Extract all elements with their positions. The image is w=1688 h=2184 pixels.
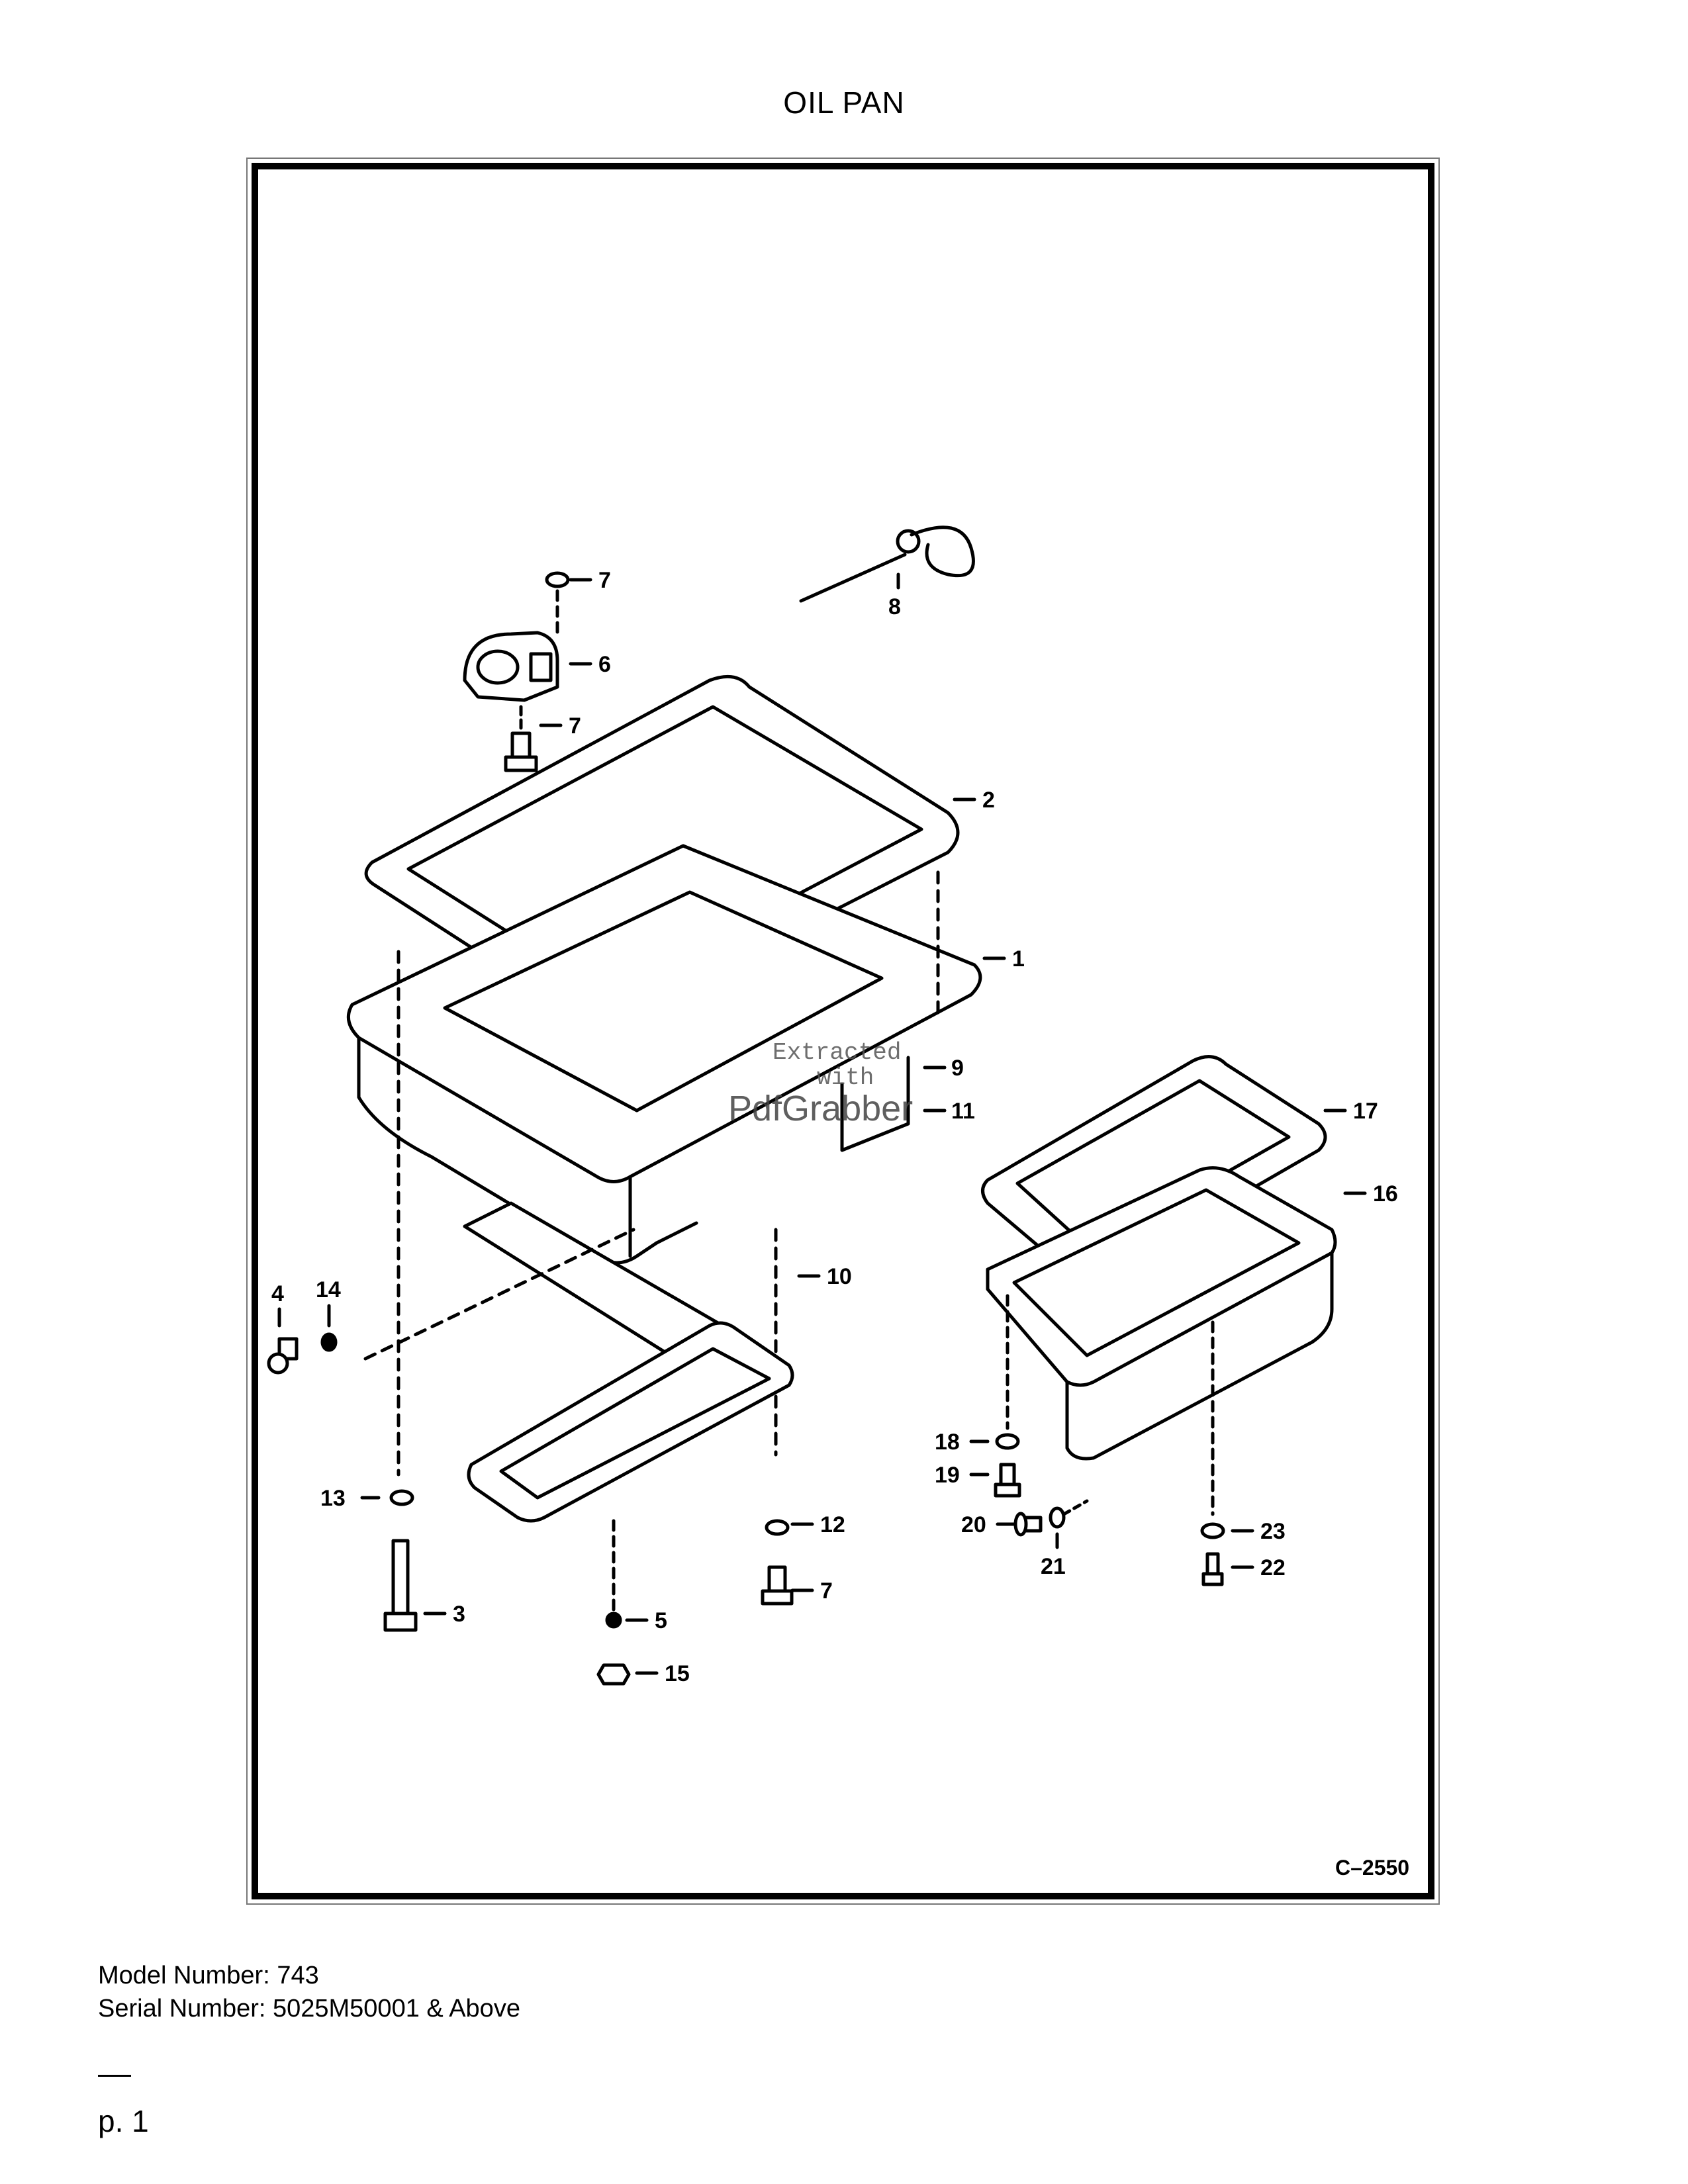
alt-oil-pan-part <box>986 1166 1337 1461</box>
bolt-part <box>1201 1552 1224 1586</box>
diagram-frame-outer <box>246 158 1440 1905</box>
page-title: OIL PAN <box>783 85 905 120</box>
callout-15: 14 <box>316 1277 341 1302</box>
bolt-part <box>994 1463 1021 1498</box>
callout-8: 7 <box>598 568 611 593</box>
o-ring-part <box>545 571 570 588</box>
bolt-part <box>504 731 538 772</box>
filler-housing-part <box>463 631 559 702</box>
callout-6: 6 <box>598 652 611 677</box>
oil-pan-exploded-diagram: 7 8 6 7 2 1 9 11 14 4 10 13 12 7 3 5 15 … <box>267 525 1409 1880</box>
model-number: Model Number: 743 <box>98 1962 319 1989</box>
callout-24: 23 <box>1260 1519 1286 1544</box>
long-bolt-part <box>383 1539 418 1632</box>
washer-part <box>320 1332 338 1352</box>
callout-11: 10 <box>827 1264 852 1289</box>
callout-4: 4 <box>271 1281 284 1306</box>
callout-19: 18 <box>935 1430 960 1455</box>
leader-lines <box>277 572 1367 1675</box>
model-info: Model Number: 743 Serial Number: 5025M50… <box>98 1959 520 2025</box>
drawing-code: C–2550 <box>1335 1856 1409 1880</box>
callout-13: 12 <box>820 1512 845 1537</box>
washer-part <box>765 1519 790 1536</box>
watermark-brand: PdfGrabber <box>728 1089 913 1128</box>
lower-gasket-part <box>463 1201 794 1523</box>
bolt-part <box>761 1565 794 1606</box>
page-separator <box>98 2075 131 2077</box>
washer-part <box>389 1489 414 1506</box>
watermark-line2: with <box>817 1064 874 1091</box>
callout-17: 16 <box>1373 1181 1398 1206</box>
nut-part <box>596 1663 631 1686</box>
oil-pan-part <box>346 844 982 1265</box>
callout-5: 5 <box>655 1608 667 1633</box>
washer-part <box>995 1433 1020 1450</box>
diagram-frame <box>252 163 1434 1899</box>
callout-21: 20 <box>961 1512 986 1537</box>
callout-9: 8 <box>888 594 901 619</box>
drain-plug-part <box>1013 1512 1043 1537</box>
callout-16: 15 <box>665 1661 690 1686</box>
callout-1: 1 <box>1012 946 1025 972</box>
watermark: Extracted with PdfGrabber <box>728 1039 913 1128</box>
callout-14: 13 <box>320 1486 346 1511</box>
drain-plug-part <box>267 1337 299 1375</box>
dipstick-part <box>799 525 975 603</box>
washer-part <box>1200 1522 1225 1539</box>
serial-number: Serial Number: 5025M50001 & Above <box>98 1995 520 2023</box>
callout-2: 2 <box>982 788 995 813</box>
callout-10: 9 <box>951 1056 964 1081</box>
callout-23: 22 <box>1260 1555 1286 1580</box>
washer-part <box>1049 1506 1066 1529</box>
page-number: p. 1 <box>98 2104 149 2138</box>
callout-7a: 7 <box>569 713 581 739</box>
watermark-line1: Extracted <box>773 1039 901 1066</box>
callout-7b: 7 <box>820 1578 833 1604</box>
alt-gasket-part <box>981 1055 1327 1281</box>
washer-part <box>605 1612 622 1629</box>
callout-18: 17 <box>1353 1099 1378 1124</box>
callout-20: 19 <box>935 1463 960 1488</box>
callout-22: 21 <box>1041 1554 1066 1579</box>
callout-12: 11 <box>951 1099 975 1124</box>
callout-3: 3 <box>453 1602 465 1627</box>
